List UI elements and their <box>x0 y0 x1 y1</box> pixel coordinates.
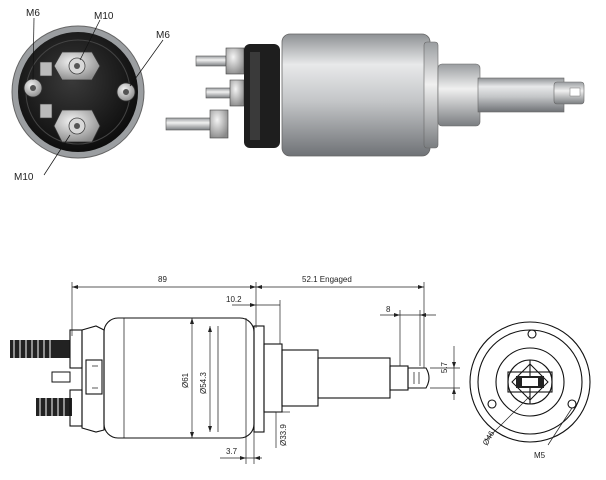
dim-body-diameter: Ø61 <box>181 372 190 388</box>
callout-m6-right: M6 <box>156 30 170 41</box>
terminal-m10-top <box>53 51 101 81</box>
callout-m6-left: M6 <box>26 8 40 19</box>
terminal-m10-bottom <box>53 109 101 143</box>
end-view-photo <box>11 17 164 176</box>
lower-stud <box>36 398 72 416</box>
dim-plunger-slot: 8 <box>386 305 391 314</box>
dim-engaged-travel: 52.1 Engaged <box>302 275 352 284</box>
dim-flange-offset: 10.2 <box>226 295 242 304</box>
callout-m10-bottom: M10 <box>14 172 34 183</box>
dim-step-width: 3.7 <box>226 447 238 456</box>
dim-inner-diameter: Ø54.3 <box>199 372 208 394</box>
dim-neck-diameter: Ø33.9 <box>279 424 288 446</box>
dim-plunger-height: 5.7 <box>440 361 449 373</box>
front-view-drawing <box>469 321 591 446</box>
terminal-m6-left <box>23 78 43 98</box>
dimension-drawing <box>10 282 460 464</box>
dim-overall-length: 89 <box>158 275 167 284</box>
upper-stud <box>10 340 70 358</box>
callout-m10-top: M10 <box>94 11 114 22</box>
terminal-m6-right <box>116 82 136 102</box>
side-view-photo <box>165 33 585 157</box>
dim-mount-thread: M5 <box>534 451 546 460</box>
